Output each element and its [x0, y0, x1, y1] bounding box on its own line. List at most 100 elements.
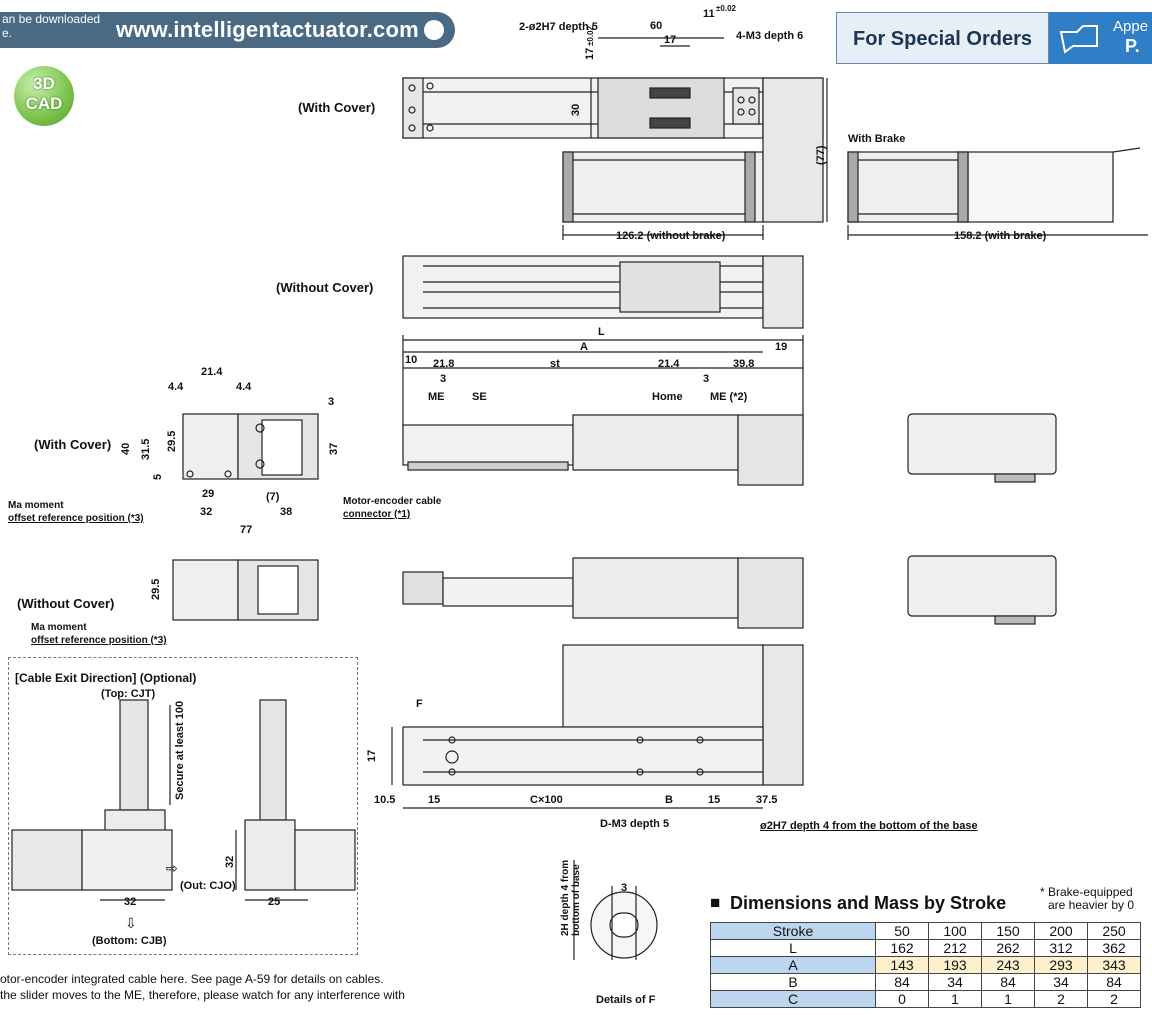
table-cell: 34	[1034, 973, 1088, 991]
appendix-page: P.	[1125, 36, 1140, 56]
cable-dim-25: 25	[268, 896, 281, 908]
me-label: ME	[428, 391, 445, 403]
dim-29-5-b: 29.5	[150, 578, 162, 600]
top-view-with-cover	[402, 77, 824, 139]
table-cell: 1	[981, 990, 1035, 1008]
table-cell: 84	[1087, 973, 1141, 991]
table-cell: A	[710, 956, 876, 974]
dim-A: A	[580, 341, 588, 353]
view-without-cover-top: (Without Cover)	[276, 280, 374, 295]
dim-3-right: 3	[703, 373, 710, 385]
table-cell: 2	[1034, 990, 1088, 1008]
dim-40: 40	[120, 442, 132, 455]
dimensions-table: Stroke 50 100 150 200 250 L 162 212 262 …	[710, 922, 1141, 1008]
dim-21-4-side: 21.4	[658, 358, 680, 370]
table-cell: 343	[1087, 956, 1141, 974]
brake-note-1: * Brake-equipped	[1040, 885, 1133, 899]
home-label: Home	[652, 391, 683, 403]
3d-cad-badge[interactable]: 3D CAD	[14, 66, 74, 126]
with-brake-label: With Brake	[848, 133, 906, 145]
dim-B: B	[665, 794, 673, 806]
detail-f-dim-3: 3	[621, 882, 628, 894]
pointing-hand-icon	[1059, 25, 1098, 54]
se-label: SE	[472, 391, 487, 403]
length-without-brake: 126.2 (without brake)	[616, 230, 726, 242]
table-cell: B	[710, 973, 876, 991]
dim-37: 37	[328, 442, 340, 455]
header-bar	[0, 12, 455, 48]
ma-offset-label-2: offset reference position (*3)	[31, 635, 167, 646]
website-link[interactable]: www.intelligentactuator.com	[116, 17, 419, 42]
dim-21-4-front: 21.4	[201, 366, 223, 378]
dim-17-vertical: 17	[584, 47, 596, 60]
dim-19: 19	[775, 341, 788, 353]
ma-moment-label: Ma moment	[8, 500, 64, 511]
dm3-label: D-M3 depth 5	[600, 818, 670, 830]
table-header-cell: 100	[928, 922, 982, 940]
table-cell: 212	[928, 939, 982, 957]
dim-29: 29	[202, 488, 215, 500]
ma-offset-label: offset reference position (*3)	[8, 513, 144, 524]
table-header-cell: Stroke	[710, 922, 876, 940]
dim-15-right: 15	[708, 794, 721, 806]
secure-label: Secure at least 100	[174, 700, 186, 800]
dim-7: (7)	[266, 491, 280, 503]
dim-77-front: 77	[240, 524, 253, 536]
table-cell: 84	[875, 973, 929, 991]
top-view-without-cover	[402, 255, 804, 329]
view-without-cover-front: (Without Cover)	[17, 596, 115, 611]
table-cell: 193	[928, 956, 982, 974]
cable-bottom-label: (Bottom: CJB)	[92, 935, 167, 947]
details-of-f-label: Details of F	[596, 994, 656, 1006]
ma-moment-label-2: Ma moment	[31, 622, 87, 633]
dim-17-vertical-tolerance: ±0.02	[586, 26, 595, 46]
dim-L: L	[598, 326, 605, 338]
cable-out-label: (Out: CJO)	[180, 880, 236, 892]
dim-77-height: (77)	[815, 145, 827, 165]
dim-60: 60	[650, 20, 663, 32]
dim-cx100: C×100	[530, 794, 563, 806]
table-cell: 2	[1087, 990, 1141, 1008]
detail-f	[573, 860, 658, 960]
dim-5: 5	[152, 473, 164, 480]
table-cell: 84	[981, 973, 1035, 991]
table-cell: 262	[981, 939, 1035, 957]
table-cell: 1	[928, 990, 982, 1008]
dim-11: 11	[703, 8, 715, 20]
me2-label: ME (*2)	[710, 391, 748, 403]
table-header-row: Stroke 50 100 150 200 250	[710, 922, 1141, 940]
table-header-cell: 200	[1034, 922, 1088, 940]
dim-4-4-left: 4.4	[168, 381, 184, 393]
cable-dim-32-v: 32	[224, 855, 236, 868]
table-cell: 143	[875, 956, 929, 974]
pin-bottom-label: ø2H7 depth 4 from the bottom of the base	[760, 820, 978, 832]
footnote-2: the slider moves to the ME, therefore, p…	[0, 988, 405, 1002]
cable-top-label: (Top: CJT)	[101, 688, 156, 700]
table-row: A 143 193 243 293 343	[710, 956, 1141, 974]
table-cell: 362	[1087, 939, 1141, 957]
dim-10-5: 10.5	[374, 794, 396, 806]
table-cell: 312	[1034, 939, 1088, 957]
dim-17: 17	[664, 34, 677, 46]
cable-exit-title: [Cable Exit Direction] (Optional)	[15, 671, 197, 685]
dim-31-5: 31.5	[140, 438, 152, 460]
table-cell: 293	[1034, 956, 1088, 974]
view-with-cover-top: (With Cover)	[298, 100, 376, 115]
dim-30: 30	[570, 103, 582, 116]
table-marker-icon: ■	[710, 893, 721, 912]
dim-32: 32	[200, 506, 213, 518]
table-title: Dimensions and Mass by Stroke	[730, 893, 1007, 913]
table-row: C 0 1 1 2 2	[710, 990, 1141, 1008]
appendix-link[interactable]: Appe P.	[1049, 12, 1152, 64]
table-cell: C	[710, 990, 876, 1008]
arrow-right-icon: ⇨	[166, 860, 178, 876]
end-view-right	[907, 413, 1057, 625]
motor-cable-label: Motor-encoder cable	[343, 496, 442, 507]
view-with-cover-front: (With Cover)	[34, 437, 112, 452]
circle-icon	[424, 20, 444, 40]
dim-17-bottom: 17	[366, 749, 378, 762]
dim-st: st	[550, 358, 560, 370]
footnote-1: otor-encoder integrated cable here. See …	[0, 972, 384, 986]
tapped-hole-label: 4-M3 depth 6	[736, 30, 804, 42]
dim-11-tolerance: ±0.02	[716, 4, 736, 13]
